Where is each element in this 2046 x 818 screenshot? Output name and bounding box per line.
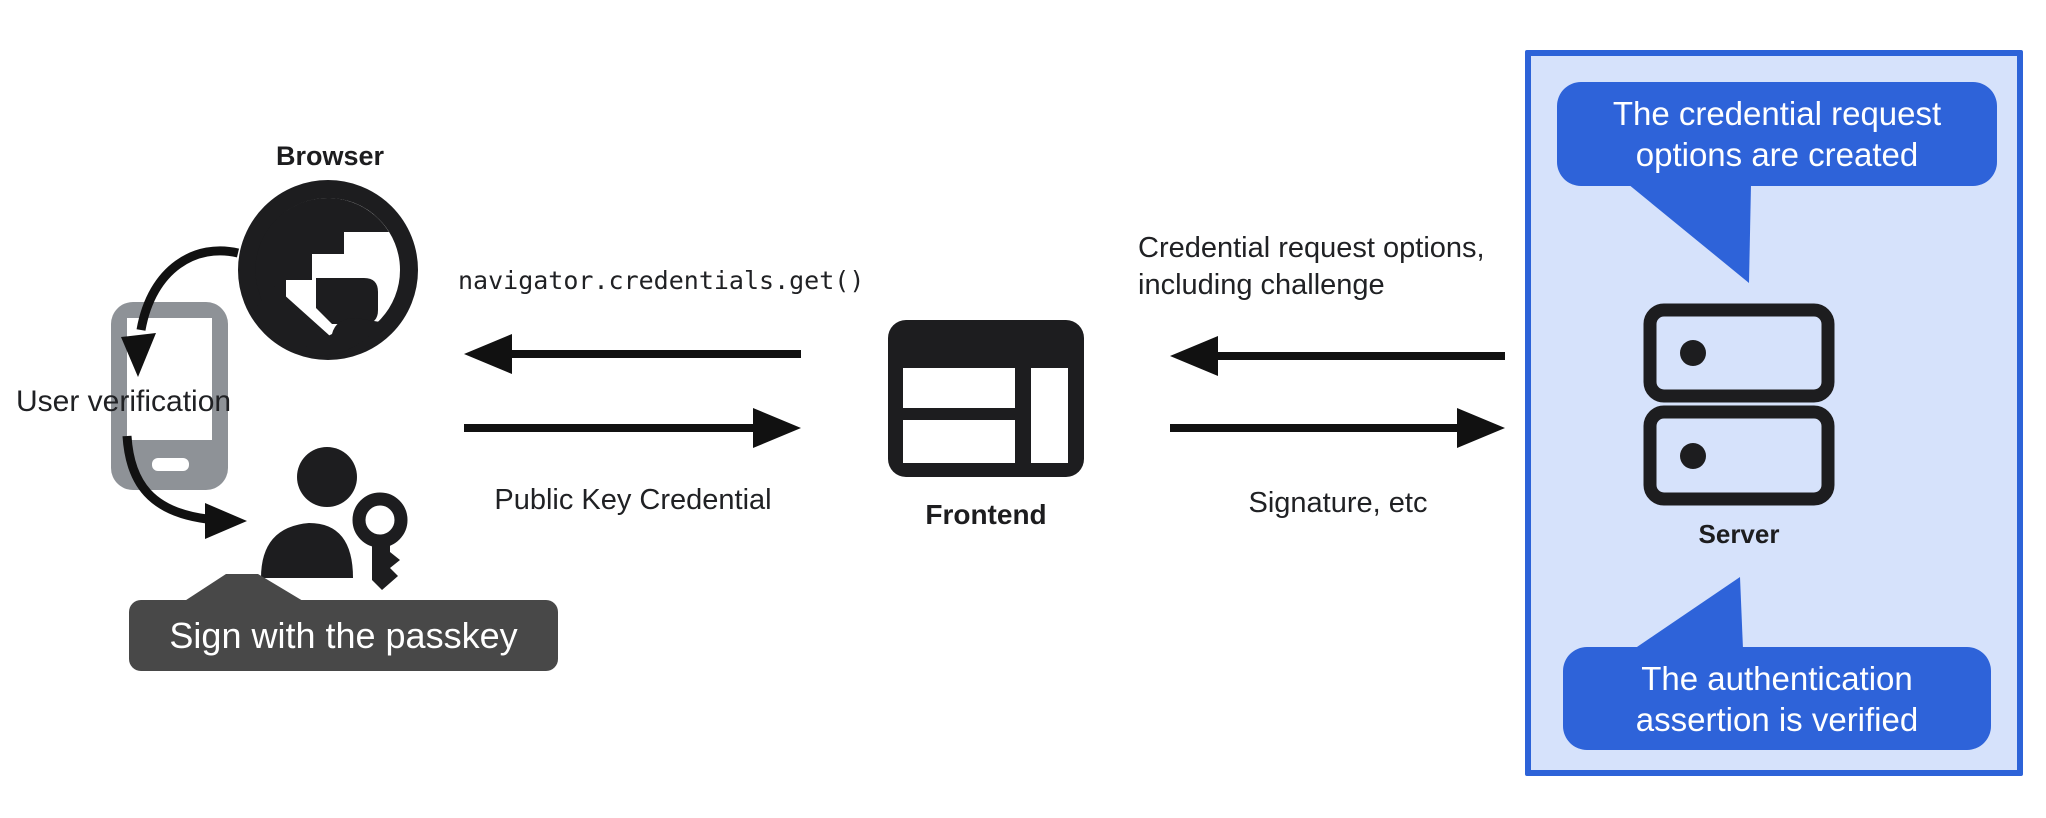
globe-icon — [238, 180, 418, 360]
callout-verified-tail — [1634, 577, 1743, 649]
arrow-get-call — [464, 334, 801, 374]
user-verification-label: User verification — [16, 385, 232, 418]
callout-verified-line2: assertion is verified — [1635, 700, 1919, 738]
arrow-signature — [1170, 408, 1505, 448]
arrow-phone-to-person — [122, 435, 247, 539]
arrow-request-options — [1170, 336, 1505, 376]
server-stack-icon — [1643, 303, 1835, 506]
sign-with-passkey-tooltip: Sign with the passkey — [129, 600, 558, 671]
callout-request-options-created: The credential request options are creat… — [1557, 82, 1997, 186]
credential-request-options-label: Credential request options, including ch… — [1138, 230, 1485, 304]
callout-verified-line1: The authentication — [1641, 659, 1913, 697]
navigator-credentials-get-label: navigator.credentials.get() — [458, 266, 865, 295]
arrow-public-key-credential — [464, 408, 801, 448]
callout-assertion-verified: The authentication assertion is verified — [1563, 647, 1991, 750]
callout-created-line2: options are created — [1635, 136, 1919, 173]
tooltip-tail — [180, 574, 308, 604]
credential-request-options-line2: including challenge — [1138, 269, 1385, 301]
arrow-browser-to-phone — [121, 246, 240, 377]
key-icon — [352, 492, 408, 590]
frontend-label: Frontend — [925, 499, 1047, 530]
callout-created-tail — [1628, 184, 1751, 283]
browser-window-icon — [888, 320, 1084, 477]
server-label: Server — [1698, 519, 1780, 549]
credential-request-options-line1: Credential request options, — [1138, 232, 1485, 264]
browser-label: Browser — [275, 141, 385, 171]
callout-created-line1: The credential request — [1612, 95, 1942, 132]
public-key-credential-label: Public Key Credential — [494, 484, 772, 516]
person-icon — [261, 447, 357, 578]
sign-with-passkey-text: Sign with the passkey — [169, 614, 518, 656]
signature-label: Signature, etc — [1248, 487, 1428, 519]
